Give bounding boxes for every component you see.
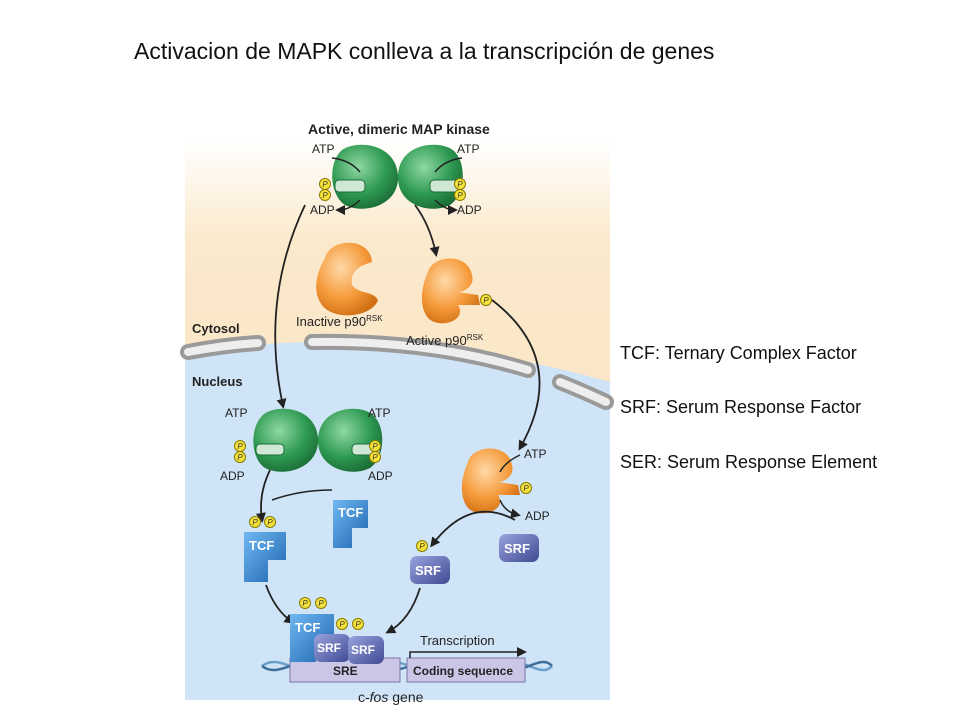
srf-label: SRF <box>415 563 441 578</box>
adp-label: ADP <box>457 203 482 217</box>
phospho-label: P <box>483 296 489 305</box>
transcription-arrow <box>409 647 527 658</box>
atp-label: ATP <box>524 447 546 461</box>
top-label: Active, dimeric MAP kinase <box>308 121 490 137</box>
tcf-label: TCF <box>249 538 274 553</box>
inactive-p90-label: Inactive p90RSK <box>296 314 383 329</box>
phosphate-group <box>234 440 381 463</box>
atp-label: ATP <box>457 142 479 156</box>
phospho-label: P <box>457 191 463 200</box>
transcription-label: Transcription <box>420 633 495 648</box>
phospho-label: P <box>457 180 463 189</box>
srf-bound-protein <box>314 634 350 662</box>
atp-label: ATP <box>225 406 247 420</box>
phospho-label: P <box>419 542 425 551</box>
tcf-label: TCF <box>295 620 320 635</box>
tcf-bound-protein <box>290 614 334 662</box>
adp-label: ADP <box>525 509 550 523</box>
sre-label: SRE <box>333 664 358 678</box>
phospho-label: P <box>302 599 308 608</box>
nucleus-label: Nucleus <box>192 374 243 389</box>
adp-label: ADP <box>310 203 335 217</box>
phospho-label: P <box>318 599 324 608</box>
gene-label: c-fos gene <box>358 689 424 705</box>
phospho-label: P <box>372 453 378 462</box>
legend-ser: SER: Serum Response Element <box>620 452 878 472</box>
phospho-label: P <box>322 191 328 200</box>
srf-label: SRF <box>317 641 341 655</box>
tcf-label: TCF <box>338 505 363 520</box>
arrow-p90-to-nucleus <box>491 299 541 451</box>
page-title: Activacion de MAPK conlleva a la transcr… <box>134 38 715 64</box>
phospho-label: P <box>237 442 243 451</box>
phospho-label: P <box>267 518 273 527</box>
active-p90-protein <box>421 258 480 324</box>
phospho-label: P <box>252 518 258 527</box>
srf-protein-unphosphorylated <box>499 534 539 562</box>
cytosol-label: Cytosol <box>192 321 240 336</box>
srf-label: SRF <box>351 643 375 657</box>
legend-tcf: TCF: Ternary Complex Factor <box>620 343 857 363</box>
inactive-p90-protein <box>316 242 378 316</box>
legend-srf: SRF: Serum Response Factor <box>620 397 862 417</box>
coding-sequence-label: Coding sequence <box>413 664 513 678</box>
adp-label: ADP <box>368 469 393 483</box>
phospho-label: P <box>339 620 345 629</box>
tcf-protein-unphosphorylated <box>333 500 368 548</box>
tcf-protein-phosphorylated <box>244 532 286 582</box>
adp-label: ADP <box>220 469 245 483</box>
phospho-label: P <box>355 620 361 629</box>
atp-label: ATP <box>368 406 390 420</box>
active-p90-label: Active p90RSK <box>406 333 484 348</box>
phosphate-group <box>319 178 466 201</box>
phospho-label: P <box>322 180 328 189</box>
map-kinase-dimer-top <box>332 144 463 209</box>
atp-label: ATP <box>312 142 334 156</box>
phospho-label: P <box>237 453 243 462</box>
srf-bound-protein <box>348 636 384 664</box>
srf-label: SRF <box>504 541 530 556</box>
arrow-to-nucleus-kinase <box>274 204 306 409</box>
coding-sequence-box <box>406 657 526 683</box>
phospho-label: P <box>523 484 529 493</box>
phospho-label: P <box>372 442 378 451</box>
srf-protein-phosphorylated <box>410 556 450 584</box>
arrow-to-p90 <box>414 204 440 257</box>
